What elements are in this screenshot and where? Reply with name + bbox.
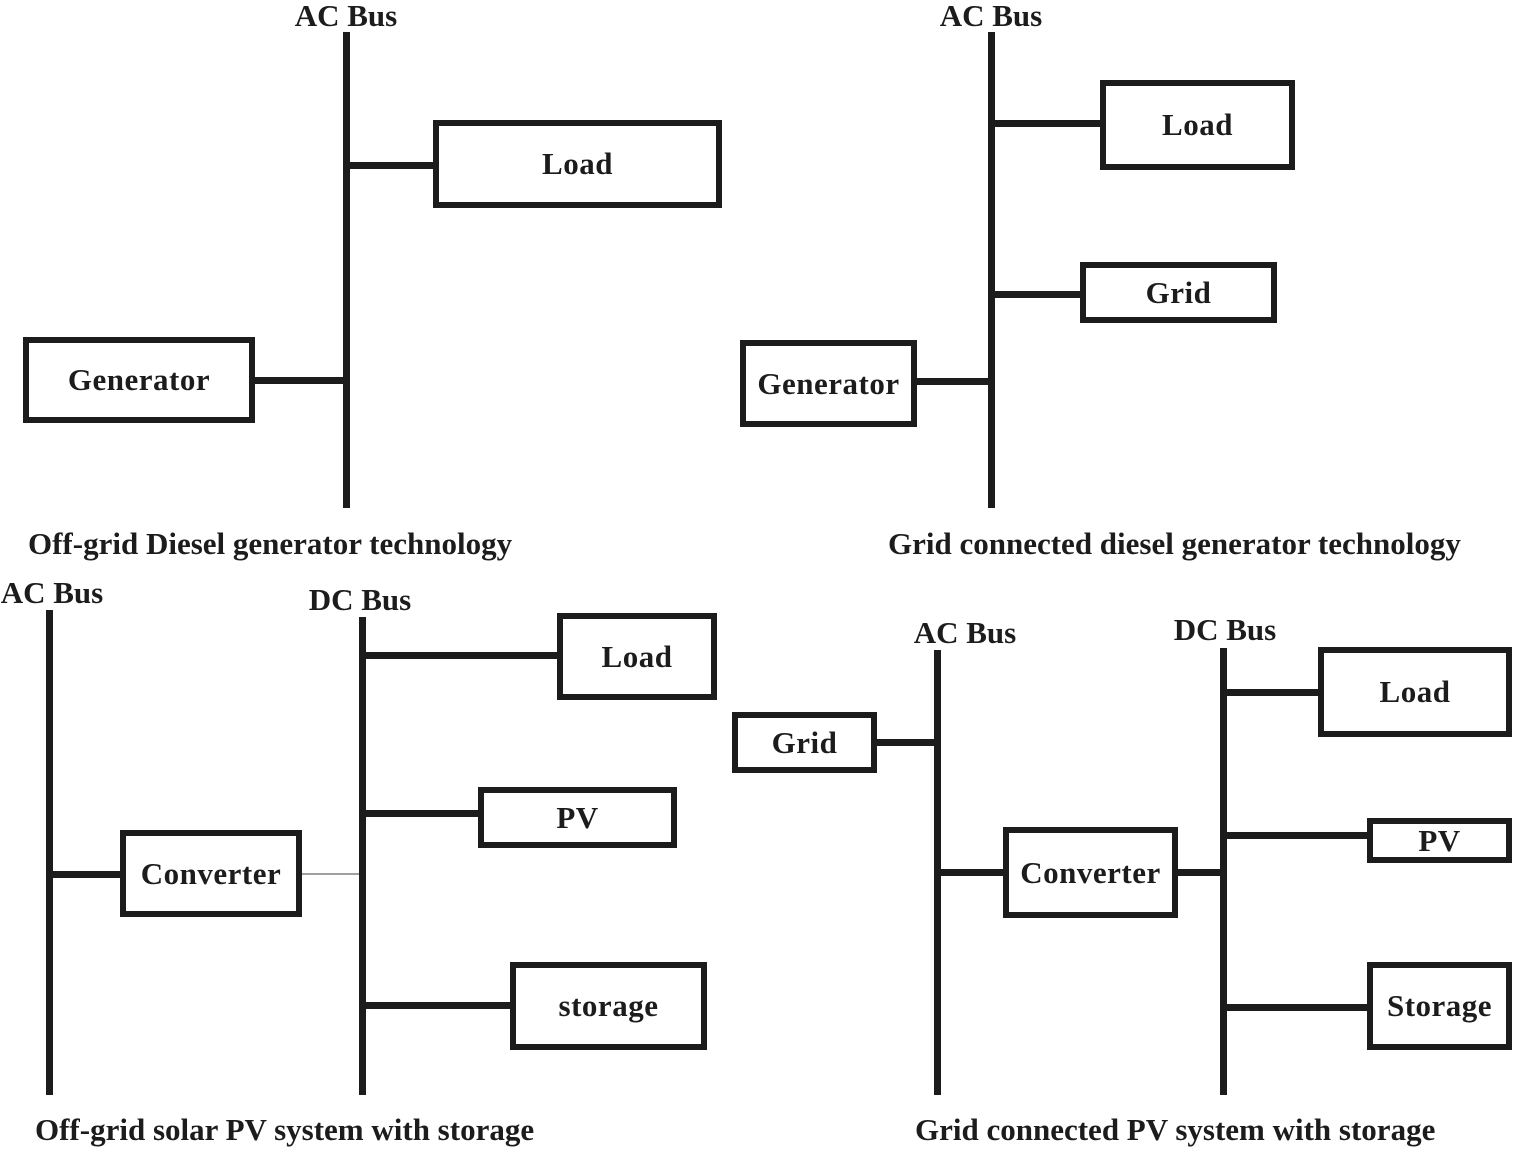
grid-pv-pv-label: PV (1418, 822, 1461, 858)
grid-pv-caption: Grid connected PV system with storage (915, 1112, 1436, 1147)
grid-pv-converter-right-connector (1178, 869, 1220, 876)
offgrid-pv-converter-left-connector (53, 871, 120, 878)
grid-pv-storage-box: Storage (1367, 962, 1512, 1050)
offgrid-diesel-load-box: Load (433, 120, 722, 208)
grid-diesel-caption: Grid connected diesel generator technolo… (888, 526, 1461, 561)
grid-diesel-generator-box: Generator (740, 340, 917, 427)
grid-diesel-grid-connector (991, 291, 1080, 298)
offgrid-pv-caption: Off-grid solar PV system with storage (35, 1112, 535, 1147)
grid-pv-load-label: Load (1379, 674, 1451, 709)
grid-diesel-load-box: Load (1100, 80, 1295, 170)
offgrid-pv-load-connector (366, 652, 557, 659)
offgrid-pv-ac-bus-label: AC Bus (0, 575, 104, 610)
grid-pv-converter-box: Converter (1003, 827, 1178, 918)
offgrid-diesel-caption: Off-grid Diesel generator technology (28, 526, 513, 561)
grid-pv-grid-label: Grid (771, 724, 838, 760)
offgrid-diesel-generator-box: Generator (23, 337, 255, 423)
offgrid-diesel-load-connector (346, 162, 436, 169)
offgrid-pv-converter-box: Converter (120, 830, 302, 917)
offgrid-pv-ac-bus-line (46, 610, 53, 1095)
grid-diesel-grid-label: Grid (1145, 274, 1212, 310)
grid-diesel-ac-bus-line (988, 32, 995, 508)
grid-pv-ac-bus-label: AC Bus (913, 615, 1017, 650)
grid-pv-converter-left-connector (941, 869, 1003, 876)
offgrid-diesel-generator-connector (255, 377, 346, 384)
offgrid-pv-load-box: Load (557, 613, 717, 700)
grid-pv-grid-box: Grid (732, 712, 877, 773)
grid-pv-dc-bus-label: DC Bus (1173, 612, 1277, 647)
grid-pv-load-box: Load (1318, 647, 1512, 737)
offgrid-diesel-generator-label: Generator (67, 362, 211, 397)
offgrid-pv-converter-right-thin-connector (302, 873, 359, 875)
grid-diesel-generator-label: Generator (757, 365, 900, 401)
grid-diesel-load-label: Load (1162, 107, 1233, 142)
grid-pv-load-connector (1227, 689, 1318, 696)
offgrid-pv-storage-box: storage (510, 962, 707, 1050)
offgrid-pv-dc-bus-line (359, 617, 366, 1095)
grid-diesel-grid-box: Grid (1080, 262, 1277, 323)
offgrid-pv-converter-label: Converter (140, 855, 282, 891)
offgrid-diesel-load-label: Load (542, 146, 613, 181)
offgrid-pv-pv-label: PV (556, 799, 599, 835)
grid-pv-ac-bus-line (934, 650, 941, 1095)
grid-diesel-load-connector (991, 120, 1100, 127)
grid-pv-pv-box: PV (1367, 818, 1512, 863)
offgrid-pv-storage-label: storage (558, 988, 659, 1023)
offgrid-pv-storage-connector (366, 1002, 510, 1009)
offgrid-pv-dc-bus-label: DC Bus (308, 582, 412, 617)
offgrid-diesel-ac-bus-label: AC Bus (294, 0, 398, 33)
grid-pv-dc-bus-line (1220, 648, 1227, 1095)
offgrid-diesel-ac-bus-line (343, 32, 350, 508)
grid-diesel-generator-connector (917, 378, 991, 385)
offgrid-pv-pv-connector (366, 810, 478, 817)
grid-pv-converter-label: Converter (1020, 854, 1161, 890)
grid-pv-grid-connector (877, 739, 937, 746)
grid-pv-storage-connector (1227, 1004, 1367, 1011)
grid-diesel-ac-bus-label: AC Bus (939, 0, 1043, 33)
offgrid-pv-load-label: Load (601, 638, 673, 674)
grid-pv-pv-connector (1227, 832, 1367, 839)
grid-pv-storage-label: Storage (1386, 988, 1493, 1023)
offgrid-pv-pv-box: PV (478, 787, 677, 848)
